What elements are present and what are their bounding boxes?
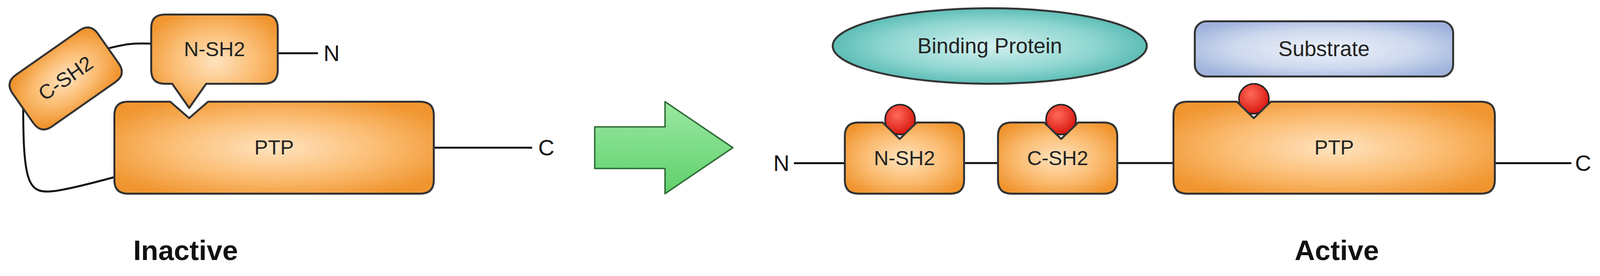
terminus-label: C (538, 134, 555, 161)
protein-ellipse: Binding Protein (831, 7, 1148, 85)
domain-outline (1173, 101, 1495, 194)
state-label: Active (1294, 234, 1379, 267)
node-label: N-SH2 (183, 37, 245, 62)
terminus-label: N (323, 40, 340, 67)
state-label: Inactive (133, 234, 238, 267)
domain-outline (114, 101, 434, 194)
linker-line (108, 43, 152, 49)
domain-outline (998, 122, 1118, 194)
c-terminus-line (1494, 162, 1572, 165)
node-label: C-SH2 (1027, 146, 1089, 171)
node-label: PTP (254, 136, 295, 160)
domain-box: N-SH2 (151, 14, 278, 84)
terminus-label: N (773, 150, 790, 177)
domain-outline (4, 22, 127, 135)
substrate-box: Substrate (1193, 20, 1455, 78)
ellipse-outline (832, 8, 1147, 84)
node-label: Binding Protein (917, 33, 1062, 59)
domain-box: PTP (1173, 101, 1495, 194)
rect-outline (1194, 21, 1454, 77)
n-terminus-line (277, 52, 318, 55)
domain-box: N-SH2 (844, 122, 965, 194)
domain-box: C-SH2 (4, 22, 127, 135)
linker-line (964, 162, 999, 165)
terminus-label: C (1574, 150, 1591, 177)
domain-outline (151, 14, 278, 109)
node-label: PTP (1314, 136, 1355, 160)
node-label: Substrate (1278, 36, 1370, 62)
linker-line (1117, 162, 1174, 165)
c-terminus-line (433, 146, 533, 149)
n-terminus-line (793, 162, 845, 165)
domain-outline (844, 122, 965, 194)
domain-box: PTP (114, 101, 434, 194)
node-label: N-SH2 (873, 146, 935, 171)
transition-arrow (594, 101, 733, 194)
domain-box: C-SH2 (998, 122, 1118, 194)
